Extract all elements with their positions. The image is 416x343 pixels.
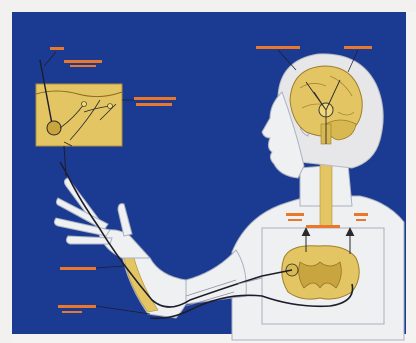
skin-section-inset [36, 84, 122, 146]
gray-matter [299, 262, 342, 288]
label-mark [62, 311, 82, 313]
label-mark [356, 219, 366, 221]
label-mark [286, 213, 304, 216]
leader-line [44, 52, 56, 66]
receptor-ending [108, 104, 113, 109]
label-mark [306, 225, 340, 228]
label-mark [134, 97, 176, 100]
leader-line [278, 50, 296, 70]
label-mark [344, 46, 372, 49]
label-mark [64, 60, 102, 63]
label-mark [354, 213, 368, 216]
receptor-ending [82, 102, 87, 107]
leader-line [96, 306, 150, 314]
label-mark [288, 219, 302, 221]
label-mark [136, 103, 172, 106]
label-mark [58, 305, 96, 308]
label-mark [50, 47, 64, 50]
hair-follicle [47, 121, 61, 135]
label-mark [70, 65, 96, 67]
label-mark [60, 267, 96, 270]
leader-line [96, 266, 124, 268]
label-mark [256, 46, 300, 49]
